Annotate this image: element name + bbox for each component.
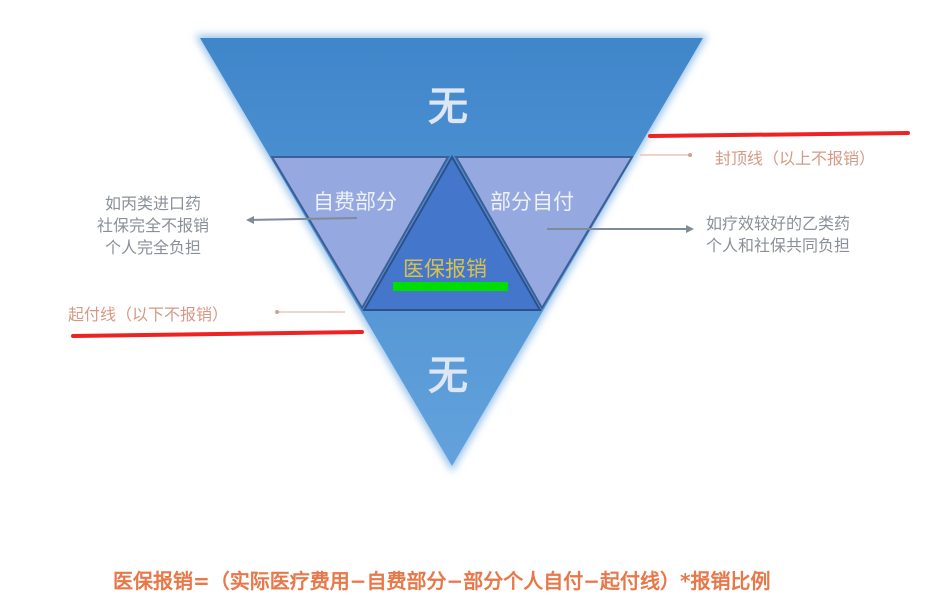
right-arrow-head (686, 225, 694, 233)
deductible-line-label: 起付线（以下不报销） (68, 305, 229, 324)
ceiling-red-line (648, 131, 910, 138)
left-note-line-3: 个人完全负担 (104, 238, 201, 257)
partial-self-pay-segment-label: 部分自付 (490, 190, 574, 214)
center-segment-shape (362, 154, 542, 311)
right-note-line-2: 个人和社保共同负担 (706, 236, 851, 255)
left-segment-shape (270, 156, 450, 310)
self-pay-segment-label: 自费部分 (313, 190, 397, 214)
ceiling-line-label: 封顶线（以上不报销） (715, 149, 876, 168)
right-note: 如疗效较好的乙类药 个人和社保共同负担 (706, 213, 850, 257)
left-note: 如丙类进口药 社保完全不报销 个人完全负担 (88, 193, 218, 259)
bottom-none-label: 无 (428, 353, 468, 399)
left-note-line-2: 社保完全不报销 (96, 216, 209, 235)
left-note-line-1: 如丙类进口药 (104, 194, 201, 213)
right-segment-shape (454, 156, 634, 310)
left-note-arrow-line (247, 217, 358, 221)
reimbursement-formula: 医保报销=（实际医疗费用−自费部分−部分个人自付−起付线）*报销比例 (113, 569, 771, 593)
green-underline (393, 282, 508, 291)
right-note-line-1: 如疗效较好的乙类药 (706, 214, 851, 233)
deductible-red-line (71, 330, 364, 338)
top-none-label: 无 (428, 84, 468, 130)
left-arrow-head (246, 216, 254, 224)
insurance-reimbursement-label: 医保报销 (403, 257, 487, 281)
